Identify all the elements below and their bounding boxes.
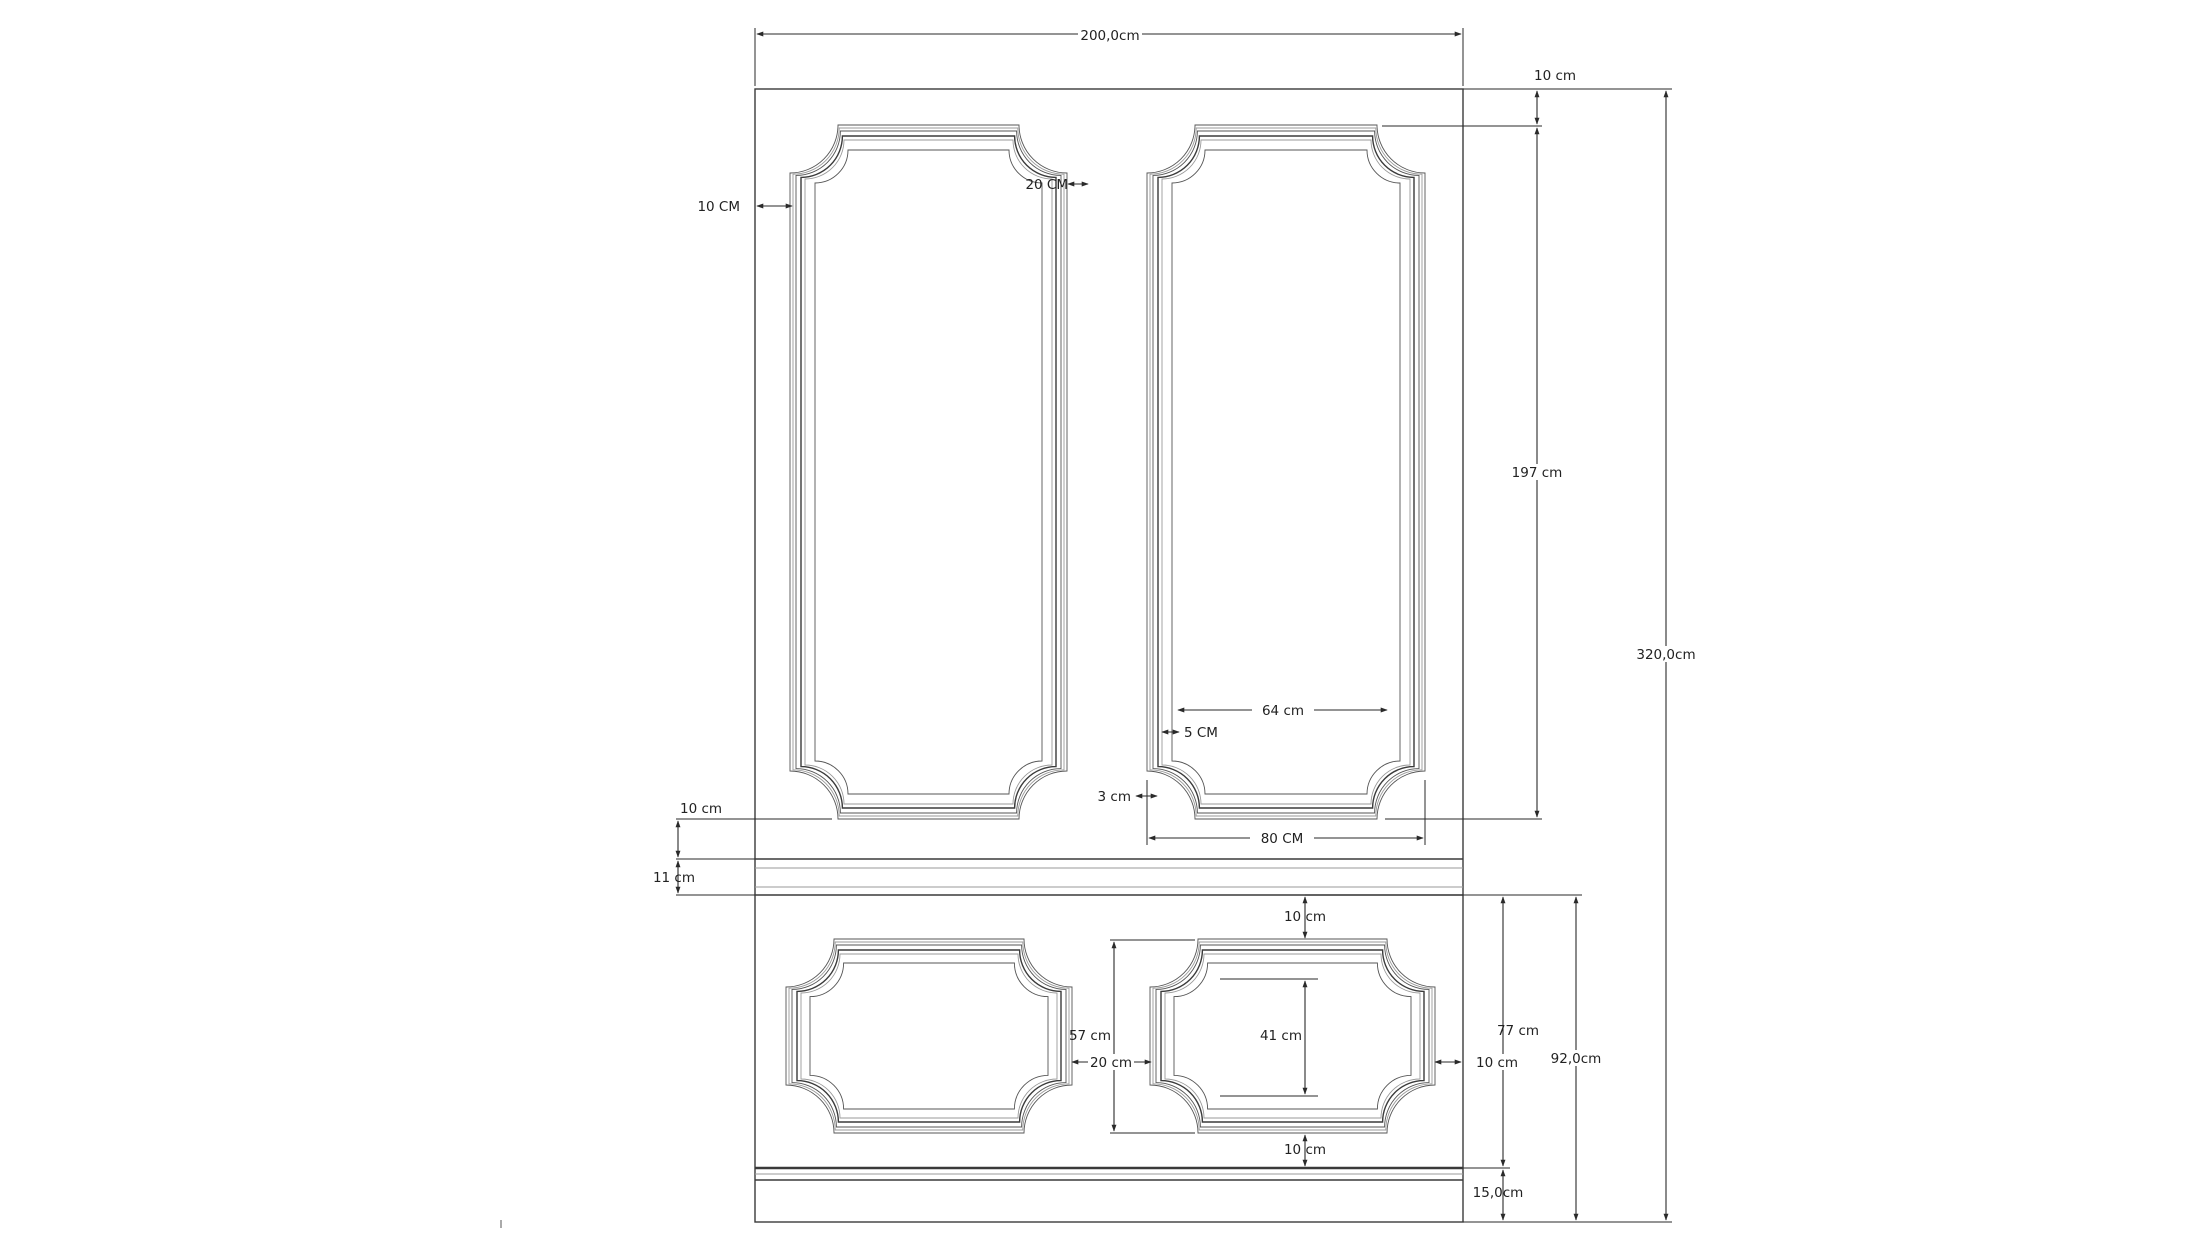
moulding-line: [1152, 130, 1420, 814]
moulding-line: [800, 135, 1057, 809]
label-upper-side-margin: 10 CM: [697, 199, 740, 215]
moulding-line: [1173, 962, 1412, 1110]
moulding-line: [1152, 941, 1433, 1131]
moulding-line: [792, 127, 1065, 817]
moulding-line: [1155, 944, 1430, 1128]
wall-boundary: [754, 88, 1464, 1223]
label-frame-offset: 5 CM: [1184, 725, 1218, 741]
label-moulding-width: 3 cm: [1098, 789, 1131, 805]
label-lower-section-height: 77 cm: [1497, 1023, 1539, 1039]
label-rail-gap: 10 cm: [680, 801, 722, 817]
moulding-line: [1164, 953, 1421, 1119]
moulding-line: [791, 944, 1067, 1128]
label-rail-height: 11 cm: [653, 870, 695, 886]
moulding-line: [804, 139, 1053, 805]
moulding-line: [785, 938, 1073, 1134]
lower-left-panel: [785, 938, 1073, 1134]
label-skirting-height: 15,0cm: [1473, 1185, 1524, 1201]
dimension-labels: 200,0cm 10 cm 197 cm 320,0cm 10 CM 20 CM…: [653, 26, 1700, 1201]
label-lower-side-margin: 10 cm: [1476, 1055, 1518, 1071]
moulding-line: [796, 949, 1062, 1123]
label-top-gap: 10 cm: [1534, 68, 1576, 84]
moulding-line: [814, 149, 1043, 795]
moulding-line: [1149, 938, 1436, 1134]
moulding-line: [795, 130, 1062, 814]
upper-left-panel: [789, 124, 1068, 820]
label-dado-height: 92,0cm: [1551, 1051, 1602, 1067]
moulding-line: [800, 953, 1058, 1119]
moulding-line: [789, 124, 1068, 820]
upper-right-panel: [1146, 124, 1426, 820]
label-lower-panel-height: 57 cm: [1069, 1028, 1111, 1044]
label-total-height: 320,0cm: [1636, 647, 1695, 663]
moulding-line: [809, 962, 1049, 1110]
label-lower-panel-gap: 20 cm: [1090, 1055, 1132, 1071]
moulding-line: [1161, 139, 1411, 805]
moulding-line: [1160, 949, 1425, 1123]
label-lower-top-gap: 10 cm: [1284, 909, 1326, 925]
label-upper-panel-width: 80 CM: [1261, 831, 1304, 847]
moulding-line: [1149, 127, 1423, 817]
extension-lines: [676, 28, 1672, 1223]
label-lower-bottom-gap: 10 cm: [1284, 1142, 1326, 1158]
moulding-line: [1146, 124, 1426, 820]
label-lower-inner-height: 41 cm: [1260, 1028, 1302, 1044]
moulding-line: [1157, 135, 1415, 809]
label-total-width: 200,0cm: [1080, 28, 1139, 44]
label-inner-panel-width: 64 cm: [1262, 703, 1304, 719]
label-upper-panel-gap: 20 CM: [1025, 177, 1068, 193]
lower-right-panel: [1149, 938, 1436, 1134]
label-upper-panel-height: 197 cm: [1512, 465, 1563, 481]
wall-outline: [754, 88, 1464, 1223]
moulding-line: [1171, 149, 1401, 795]
moulding-line: [788, 941, 1070, 1131]
